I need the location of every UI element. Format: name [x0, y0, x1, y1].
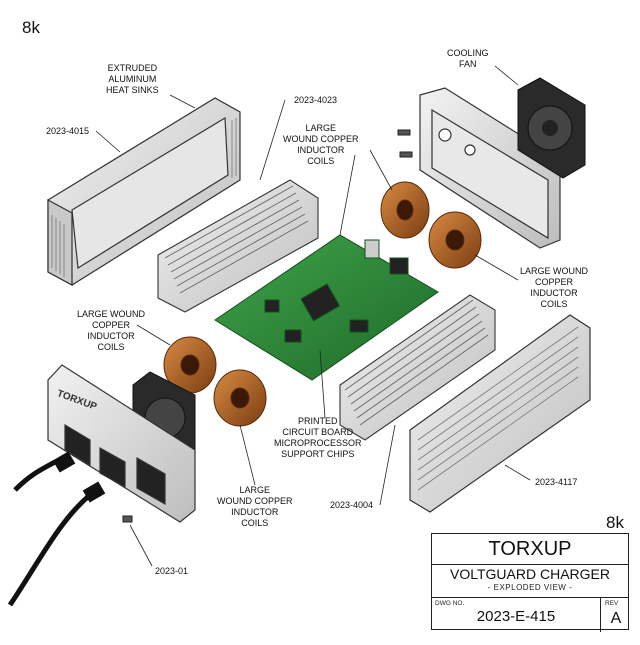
inductor-coils-left [163, 336, 267, 427]
power-cable [7, 451, 106, 607]
title-block-rev: A [610, 610, 622, 627]
housing-top-left [47, 97, 241, 287]
title-block-dwg-label: DWG NO. [435, 600, 465, 607]
heat-sink-top [157, 179, 319, 313]
callout-part-4117: 2023-4117 [535, 477, 578, 487]
callout-part-4015: 2023-4015 [46, 126, 90, 136]
leader-lines [95, 65, 531, 567]
callout-part-4004: 2023-4004 [330, 500, 374, 510]
callout-cooling-fan: COOLING FAN [447, 48, 489, 69]
callout-part-01: 2023-01 [155, 566, 189, 576]
corner-label-bottom-right: 8k [606, 513, 624, 532]
inductor-coils-top [380, 181, 482, 269]
title-block-product: VOLTGUARD CHARGER [450, 566, 610, 582]
title-block-company: TORXUP [432, 534, 628, 565]
pcb-board [214, 234, 439, 381]
callout-pcb: PRINTED CIRCUIT BOARD MICROPROCESSOR SUP… [274, 416, 362, 459]
callout-inductor-right: LARGE WOUND COPPER INDUCTOR COILS [520, 266, 589, 309]
title-block-drawing-row: DWG NO. 2023-E-415 REV A [432, 597, 628, 632]
callout-inductor-top: LARGE WOUND COPPER INDUCTOR COILS [283, 123, 359, 166]
screw-bottom [122, 515, 133, 523]
callout-inductor-left: LARGE WOUND COPPER INDUCTOR COILS [77, 309, 146, 352]
callout-inductor-bottom: LARGE WOUND COPPER INDUCTOR COILS [217, 485, 293, 528]
housing-bottom-right [409, 314, 591, 513]
title-block: TORXUP VOLTGUARD CHARGER - EXPLODED VIEW… [431, 533, 629, 632]
title-block-view: - EXPLODED VIEW - [487, 583, 573, 592]
heat-sink-bottom [339, 294, 496, 441]
title-block-divider [600, 598, 601, 632]
corner-label-top-left: 8k [22, 18, 40, 37]
screw-top [397, 129, 413, 158]
title-block-rev-label: REV [605, 600, 619, 607]
housing-bottom-left [47, 364, 196, 523]
callout-part-4023: 2023-4023 [294, 95, 338, 105]
title-block-dwg-number: 2023-E-415 [476, 608, 556, 625]
housing-top-right [419, 87, 561, 249]
cooling-fan-top [517, 77, 586, 179]
callout-heat-sinks: EXTRUDED ALUMINUM HEAT SINKS [106, 63, 159, 95]
